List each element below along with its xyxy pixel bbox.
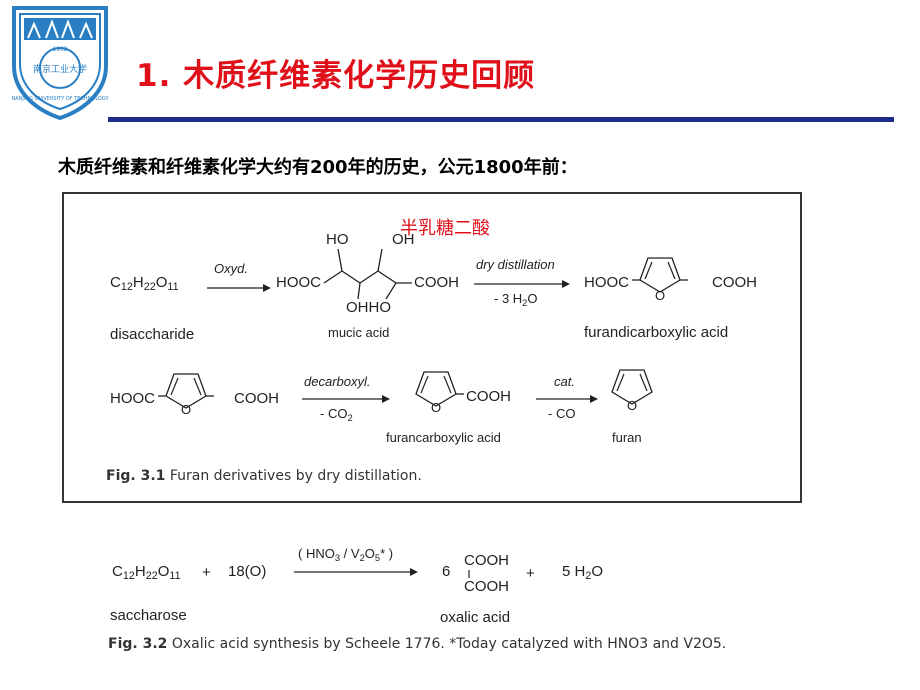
- reactant-saccharose: C12H22O11: [112, 563, 181, 583]
- reaction-arrow: [294, 568, 418, 576]
- decarboxyl-sublabel: - CO2: [320, 406, 353, 423]
- fdca-right: COOH: [712, 274, 757, 291]
- catalyst-label: ( HNO3 / V2O5* ): [298, 546, 394, 563]
- mucic-acid-skeleton: [323, 248, 412, 300]
- mucic-bottom: OHHO: [346, 299, 391, 316]
- mid-cooh: COOH: [466, 388, 511, 405]
- figure-3-2-caption: Fig. 3.2 Oxalic acid synthesis by Scheel…: [108, 636, 726, 652]
- caption-text: Furan derivatives by dry distillation.: [169, 468, 422, 484]
- reaction-arrow: [474, 280, 570, 288]
- furan-ring-o: O: [627, 398, 638, 413]
- row2-cooh: COOH: [234, 390, 279, 407]
- mid-ring-o: O: [431, 400, 442, 415]
- mucic-oh-top: OH: [392, 231, 415, 248]
- row2-ring-o: O: [181, 402, 192, 417]
- figure-3-1-caption: Fig. 3.1 Furan derivatives by dry distil…: [106, 468, 422, 484]
- row2-hooc: HOOC: [110, 390, 155, 407]
- label-furandicarboxylic-acid: furandicarboxylic acid: [584, 324, 729, 341]
- furan-ring: [158, 373, 214, 409]
- oxalic-bond: [468, 570, 470, 578]
- cat-sublabel: - CO: [548, 406, 576, 421]
- reaction-arrow: [207, 284, 271, 292]
- university-logo: 南京工业大学 1902 NANJING UNIVERSITY OF TECHNO…: [11, 6, 109, 120]
- svg-text:南京工业大学: 南京工业大学: [33, 63, 87, 75]
- plus-sign-2: +: [526, 565, 535, 582]
- label-disaccharide: disaccharide: [110, 326, 195, 343]
- logo-text: NANJING UNIVERSITY OF TECHNOLOGY: [11, 96, 109, 102]
- mucic-ho: HO: [326, 231, 349, 248]
- caption-label: Fig. 3.1: [106, 468, 166, 484]
- label-furan: furan: [612, 430, 642, 445]
- cooh-top: COOH: [464, 552, 509, 569]
- caption-text: Oxalic acid synthesis by Scheele 1776. *…: [171, 636, 727, 652]
- title-underline: [108, 117, 894, 122]
- arrow2-label: dry distillation: [476, 257, 555, 272]
- fdca-left: HOOC: [584, 274, 629, 291]
- annotation-galactaric-acid: 半乳糖二酸: [400, 218, 490, 239]
- plus-sign-1: +: [202, 564, 211, 581]
- furan-ring: [611, 369, 653, 405]
- intro-text: 木质纤维素和纤维素化学大约有200年的历史，公元1800年前：: [58, 157, 578, 178]
- label-furancarboxylic-acid: furancarboxylic acid: [386, 430, 501, 445]
- cat-label: cat.: [554, 374, 575, 389]
- cooh-bottom: COOH: [464, 578, 509, 595]
- label-mucic-acid: mucic acid: [328, 325, 390, 340]
- reaction-arrow: [536, 395, 598, 403]
- arrow2-sublabel: - 3 H2O: [494, 291, 538, 308]
- caption-label: Fig. 3.2: [108, 636, 168, 652]
- slide-title: 1. 木质纤维素化学历史回顾: [136, 58, 536, 94]
- fdca-ring-o: O: [655, 288, 666, 303]
- furan-ring: [632, 257, 688, 293]
- formula-disaccharide: C12H22O11: [110, 274, 179, 294]
- reaction-arrow: [302, 395, 390, 403]
- label-oxalic-acid: oxalic acid: [440, 609, 511, 626]
- arrow1-label: Oxyd.: [214, 261, 248, 276]
- coefficient: 6: [442, 563, 451, 580]
- product-water: 5 H2O: [562, 563, 604, 583]
- mucic-left: HOOC: [276, 274, 321, 291]
- logo-year: 1902: [52, 46, 67, 53]
- mucic-right: COOH: [414, 274, 459, 291]
- figure-3-1: 半乳糖二酸 C12H22O11 Oxyd. HO OH HOOC COOH OH…: [62, 192, 802, 503]
- decarboxyl-label: decarboxyl.: [304, 374, 371, 389]
- label-saccharose: saccharose: [110, 607, 187, 624]
- furan-ring: [415, 371, 464, 407]
- reactant-oxygen: 18(O): [228, 563, 267, 580]
